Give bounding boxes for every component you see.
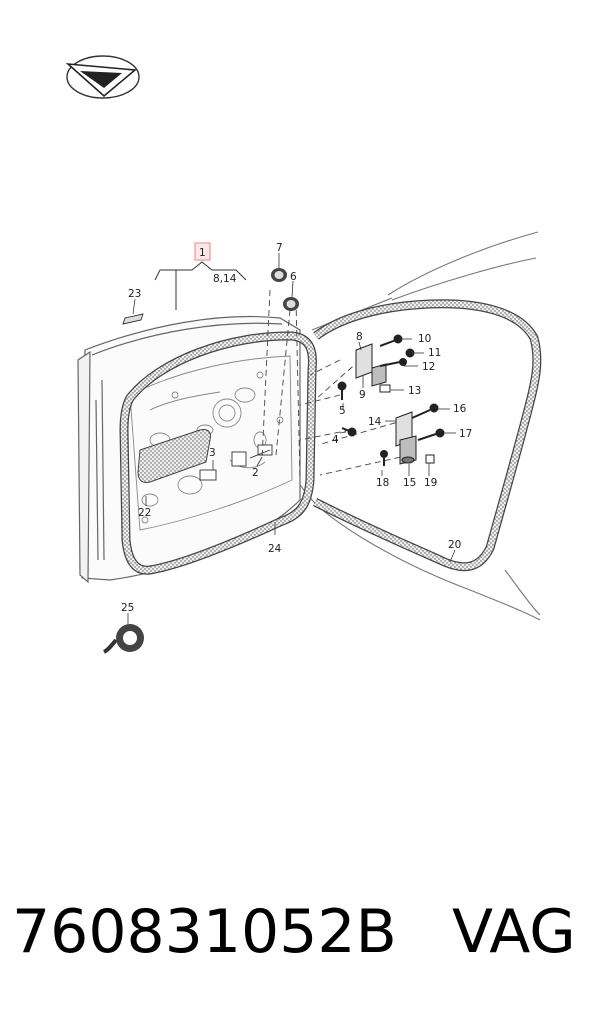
lock-components [199,444,273,481]
body-seal-texture [313,300,541,570]
callout-3: 3 [209,447,216,459]
grommet-7 [271,268,287,282]
callout-1-highlight [194,242,211,261]
callout-2: 2 [252,467,259,479]
door-seal-texture [120,332,316,574]
callout-bracket [154,261,247,310]
callout-17: 17 [459,428,472,440]
callout-7: 7 [276,242,283,254]
callout-15: 15 [403,477,416,489]
callout-20: 20 [448,539,461,551]
part-number: 760831052B [12,897,397,967]
callout-9: 9 [359,389,366,401]
callout-11: 11 [428,347,441,359]
callout-8: 8 [356,331,363,343]
callout-19: 19 [424,477,437,489]
guide-lines [261,289,411,481]
callout-23: 23 [128,288,141,300]
callout-16: 16 [453,403,467,415]
direction-arrow-logo-icon [65,55,140,99]
callout-10: 10 [418,333,431,345]
callout-12: 12 [422,361,435,373]
callout-1: 1 [199,247,206,259]
callout-4: 4 [332,434,339,446]
hinge-hardware [337,334,445,466]
callout-5: 5 [339,405,346,417]
callout-13: 13 [408,385,421,397]
callout-22: 22 [138,507,151,519]
foam-pad [137,429,211,483]
callout-6: 6 [290,271,297,283]
callout-25: 25 [121,602,134,614]
brand-label: VAG [452,897,576,967]
grommet-6 [283,297,299,311]
tape-roll [102,624,144,654]
callout-18: 18 [376,477,389,489]
callout-8-14: 8,14 [213,273,237,285]
clip-23 [122,313,144,325]
callout-24: 24 [268,543,282,555]
car-body-outline [299,231,541,621]
callout-14: 14 [368,416,382,428]
leader-lines [127,253,456,624]
